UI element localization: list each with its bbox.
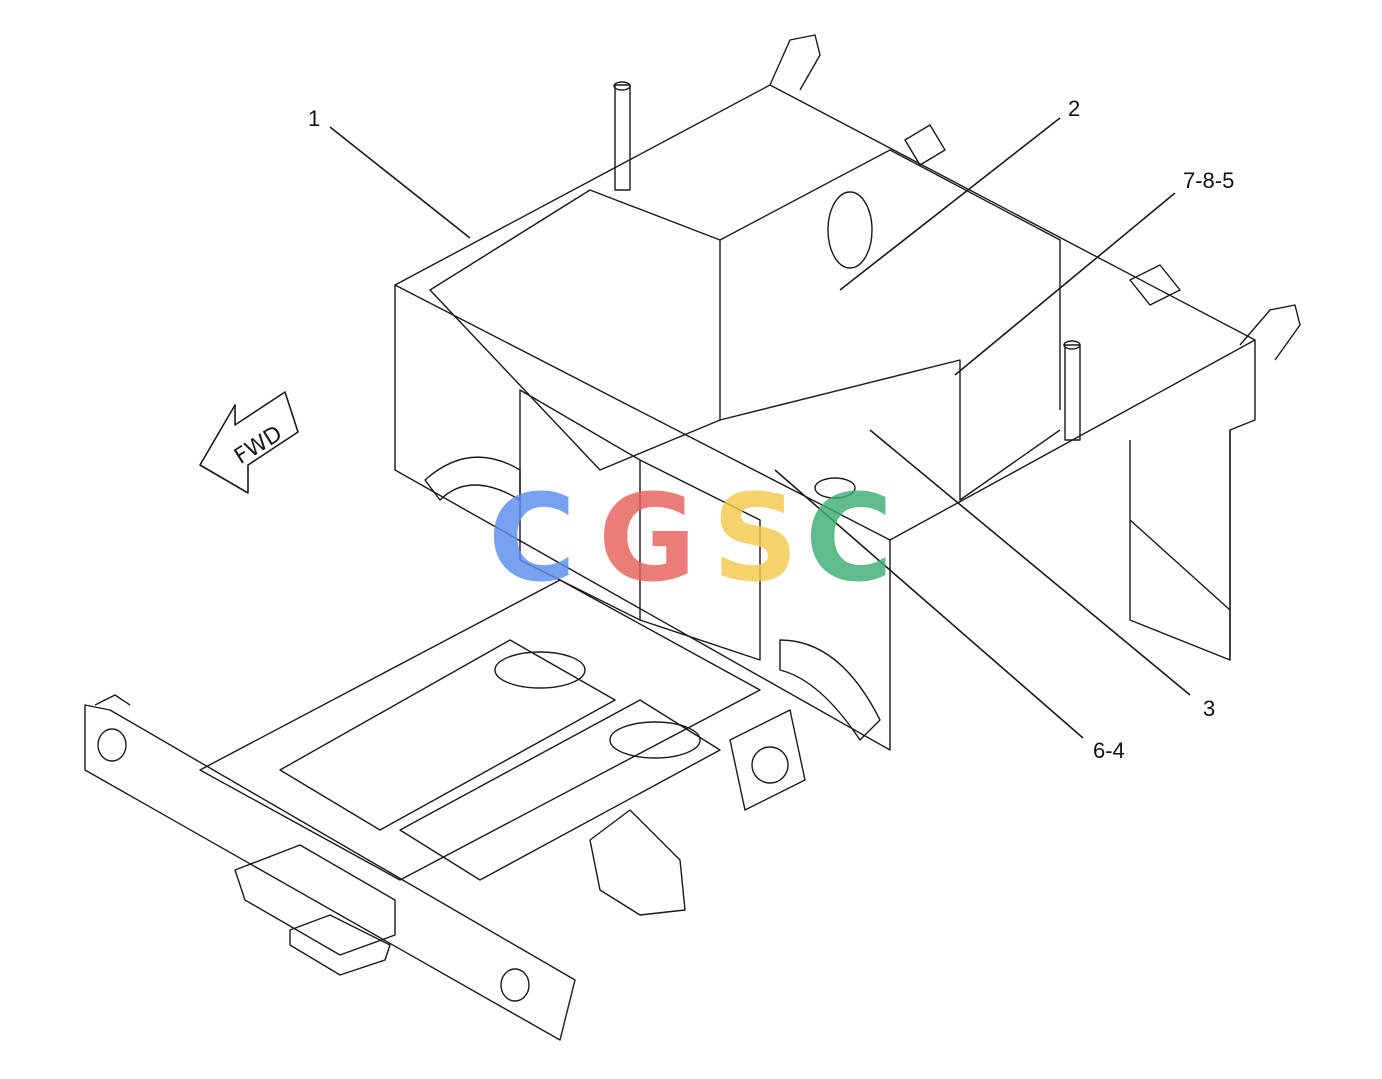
cab-panel xyxy=(429,189,721,471)
rear-mount-block xyxy=(729,709,806,811)
watermark-letter-2: G xyxy=(598,470,697,609)
floor-cutout-left xyxy=(494,651,586,689)
rear-mount-bore xyxy=(751,746,789,784)
post-left xyxy=(614,84,631,191)
hitch-plate xyxy=(234,844,396,956)
side-opening-right xyxy=(639,459,761,661)
cross-member xyxy=(719,359,1061,501)
watermark-letter-3: S xyxy=(712,470,799,609)
leader-lines xyxy=(329,117,1191,739)
main-frame-front xyxy=(394,285,891,751)
post-left-cap xyxy=(613,81,631,91)
callout-3: 3 xyxy=(1203,696,1216,721)
floor-plate-left xyxy=(279,639,616,831)
round-cutout-upper xyxy=(827,191,873,269)
wheel-arch-left xyxy=(424,456,521,501)
top-lug-right xyxy=(1239,304,1301,361)
wheel-arch-right xyxy=(779,639,881,741)
right-side-brace xyxy=(1129,519,1231,611)
post-right xyxy=(1064,344,1081,441)
leader-1 xyxy=(329,126,471,239)
top-lug-left xyxy=(769,34,821,91)
lower-chassis xyxy=(199,579,761,881)
leader-7-8-5 xyxy=(954,192,1176,376)
callout-6-4: 6-4 xyxy=(1093,738,1125,763)
leader-2 xyxy=(839,117,1061,291)
top-lug-rear xyxy=(1129,264,1181,306)
top-lug-mid xyxy=(904,124,946,166)
watermark-letter-1: C xyxy=(488,470,577,609)
leader-6-4 xyxy=(774,469,1084,739)
callout-1: 1 xyxy=(308,106,321,131)
right-side-panel xyxy=(1129,430,1231,661)
main-frame xyxy=(84,34,1301,1041)
fwd-arrow: FWD xyxy=(199,391,299,494)
leader-3 xyxy=(869,429,1191,696)
floor-plate-right xyxy=(399,699,721,881)
round-cutout-mid xyxy=(814,477,856,499)
hitch-plate-lower xyxy=(289,914,391,976)
fwd-arrow-icon xyxy=(199,391,299,494)
bumper-roller-right xyxy=(500,968,530,1002)
main-frame-right xyxy=(1229,340,1256,660)
floor-cutout-right xyxy=(609,721,701,759)
callout-7-8-5: 7-8-5 xyxy=(1183,168,1235,193)
rear-bumper-plate xyxy=(84,704,576,1041)
post-right-cap xyxy=(1063,340,1081,350)
callout-2: 2 xyxy=(1068,96,1081,121)
rear-bulkhead xyxy=(719,149,1061,410)
bumper-edge xyxy=(94,694,131,706)
drawbar-bracket xyxy=(589,809,686,916)
watermark-letter-4: C xyxy=(805,470,894,609)
bumper-roller-left xyxy=(97,728,127,762)
